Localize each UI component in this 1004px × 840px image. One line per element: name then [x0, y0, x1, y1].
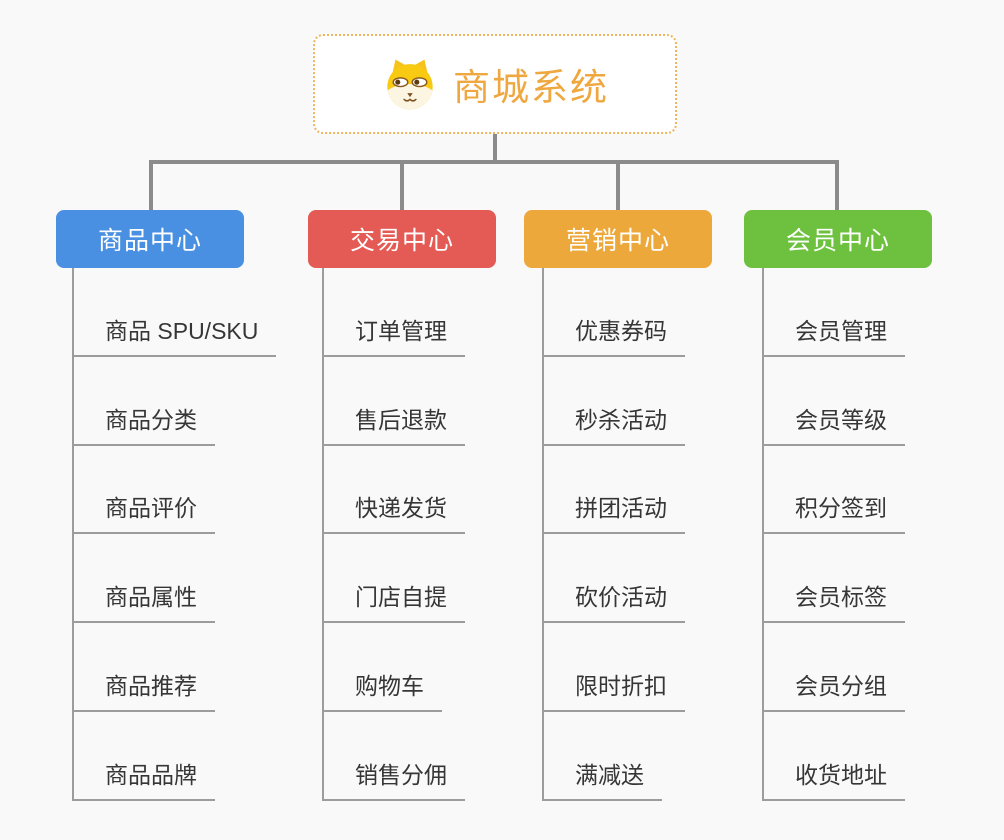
child-node: 商品 SPU/SKU [72, 268, 277, 357]
child-node-label[interactable]: 快递发货 [322, 489, 465, 535]
branch-spine-product [72, 268, 74, 801]
child-node: 售后退款 [322, 357, 465, 446]
child-node: 商品属性 [72, 534, 276, 624]
child-node: 订单管理 [322, 268, 465, 357]
branch-label: 商品中心 [97, 227, 202, 255]
child-node: 快递发货 [322, 446, 465, 535]
child-node: 砍价活动 [542, 534, 685, 624]
child-node-label[interactable]: 商品品牌 [72, 756, 215, 801]
branch-spine-member [762, 268, 764, 801]
child-node: 商品品牌 [72, 712, 276, 801]
child-node: 销售分佣 [322, 712, 465, 801]
child-node-label[interactable]: 商品推荐 [72, 667, 215, 712]
branch-spine-marketing [542, 268, 544, 801]
child-node-label[interactable]: 购物车 [322, 667, 442, 712]
child-node-label[interactable]: 商品评价 [72, 489, 215, 535]
child-node: 门店自提 [322, 534, 465, 624]
child-node-label[interactable]: 订单管理 [322, 312, 465, 357]
connector-bus [149, 160, 839, 164]
branch-children-marketing: 优惠券码 秒杀活动 拼团活动 砍价活动 限时折扣 满减送 [542, 268, 685, 801]
child-node: 购物车 [322, 623, 465, 712]
branch-header-marketing-center[interactable]: 营销中心 [524, 210, 712, 268]
child-node-label[interactable]: 会员等级 [762, 401, 905, 446]
branch-children-product: 商品 SPU/SKU 商品分类 商品评价 商品属性 商品推荐 商品品牌 [72, 268, 277, 801]
child-node-label[interactable]: 收货地址 [762, 756, 905, 801]
branch-children-trade: 订单管理 售后退款 快递发货 门店自提 购物车 销售分佣 [322, 268, 465, 801]
root-title: 商城系统 [453, 67, 609, 108]
branch-header-product-center[interactable]: 商品中心 [56, 210, 244, 268]
child-node-label[interactable]: 满减送 [542, 756, 662, 801]
child-node: 会员分组 [762, 623, 905, 712]
child-node: 秒杀活动 [542, 357, 685, 446]
connector-drop-marketing [616, 160, 620, 210]
branch-header-member-center[interactable]: 会员中心 [744, 210, 932, 268]
child-node: 商品评价 [72, 446, 276, 535]
child-node-label[interactable]: 销售分佣 [322, 756, 465, 801]
child-node-label[interactable]: 拼团活动 [542, 489, 685, 535]
branch-label: 交易中心 [349, 227, 454, 255]
child-node-label[interactable]: 会员管理 [762, 312, 905, 357]
child-node-label[interactable]: 优惠券码 [542, 312, 685, 357]
branch-spine-trade [322, 268, 324, 801]
child-node-label[interactable]: 门店自提 [322, 578, 465, 624]
child-node: 商品分类 [72, 357, 276, 446]
child-node: 会员管理 [762, 268, 905, 357]
branch-children-member: 会员管理 会员等级 积分签到 会员标签 会员分组 收货地址 [762, 268, 905, 801]
child-node-label[interactable]: 限时折扣 [542, 667, 685, 712]
branch-label: 会员中心 [785, 227, 890, 255]
connector-drop-trade [400, 160, 404, 210]
child-node: 会员等级 [762, 357, 905, 446]
connector-root-drop [493, 134, 497, 162]
child-node: 会员标签 [762, 534, 905, 624]
connector-drop-product [149, 160, 153, 210]
child-node: 限时折扣 [542, 623, 685, 712]
child-node-label[interactable]: 砍价活动 [542, 578, 685, 624]
child-node: 商品推荐 [72, 623, 276, 712]
child-node-label[interactable]: 会员标签 [762, 578, 905, 624]
child-node: 拼团活动 [542, 446, 685, 535]
child-node: 积分签到 [762, 446, 905, 535]
child-node-label[interactable]: 售后退款 [322, 401, 465, 446]
child-node: 收货地址 [762, 712, 905, 801]
child-node-label[interactable]: 秒杀活动 [542, 401, 685, 446]
child-node-label[interactable]: 商品 SPU/SKU [72, 312, 277, 357]
child-node: 优惠券码 [542, 268, 685, 357]
child-node-label[interactable]: 积分签到 [762, 489, 905, 535]
branch-label: 营销中心 [565, 227, 670, 255]
root-node[interactable]: 商城系统 [313, 34, 677, 134]
child-node-label[interactable]: 商品属性 [72, 578, 215, 624]
child-node: 满减送 [542, 712, 685, 801]
child-node-label[interactable]: 会员分组 [762, 667, 905, 712]
dog-face-icon [387, 59, 433, 110]
branch-header-trade-center[interactable]: 交易中心 [308, 210, 496, 268]
child-node-label[interactable]: 商品分类 [72, 401, 215, 446]
connector-drop-member [835, 160, 839, 210]
